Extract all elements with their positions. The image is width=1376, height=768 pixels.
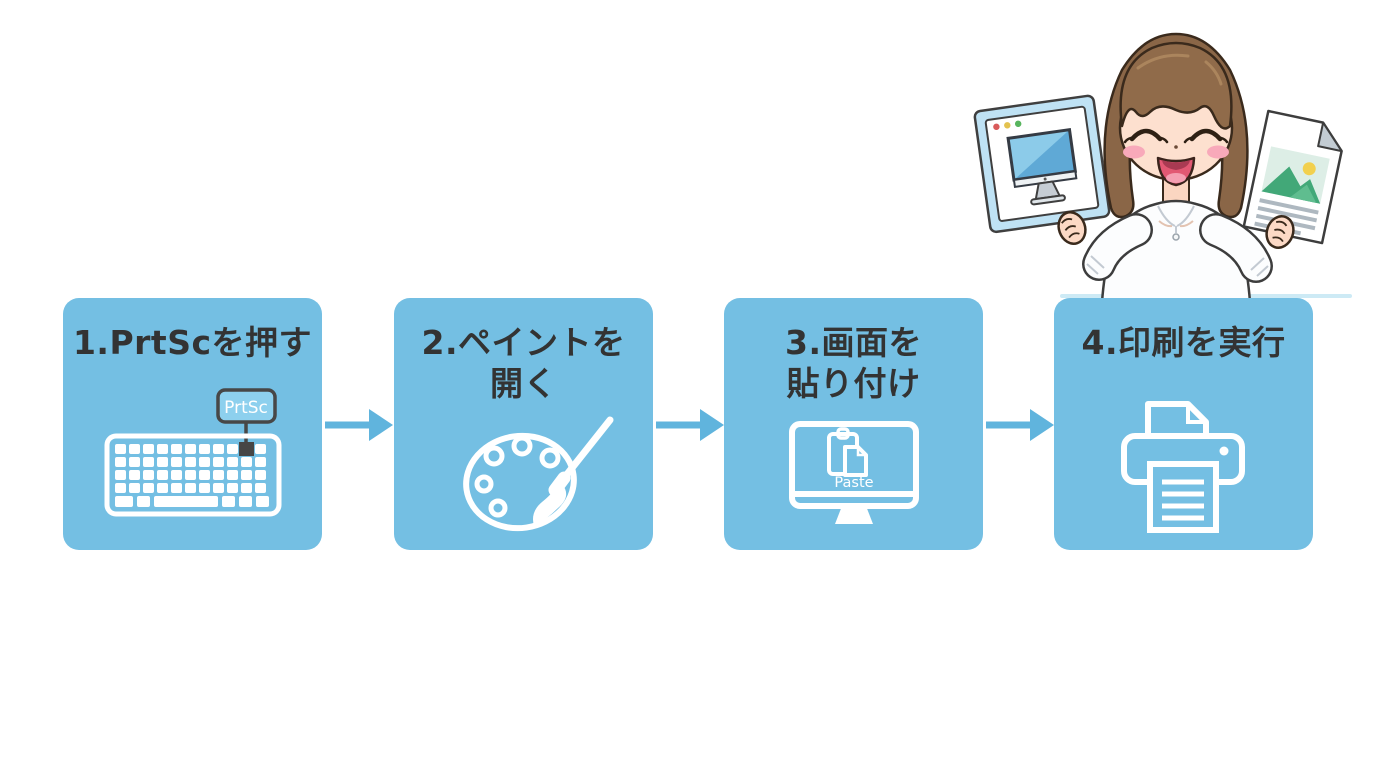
step-1-title: 1.PrtScを押す (63, 322, 322, 363)
printer-icon (1121, 401, 1245, 533)
printer-indicator-dot (1219, 446, 1229, 456)
pendant (1172, 233, 1180, 241)
paste-document-glyph (843, 445, 868, 477)
paint-palette-icon (463, 416, 614, 532)
right-arm-sleeve (1199, 213, 1273, 283)
monitor-stand (835, 506, 873, 524)
nose (1174, 145, 1178, 149)
collarbone-lines (1158, 220, 1194, 228)
hair-bangs (1119, 41, 1233, 130)
left-arm-sleeve (1082, 213, 1153, 281)
step-4-box: 4.印刷を実行 (1054, 298, 1313, 550)
left-hand (1057, 211, 1087, 245)
step-3-title-line1: 3.画面を (785, 323, 922, 362)
hair-highlights (1136, 53, 1223, 86)
window-dot-green (1014, 120, 1022, 127)
paste-label: Paste (834, 475, 873, 491)
arrow-right-icon (656, 409, 724, 441)
arrow-right-icon (986, 409, 1054, 441)
imac-monitor-graphic (1006, 128, 1078, 206)
monitor-paste-icon: Paste (789, 421, 919, 524)
step-1-title-line1: 1.PrtScを押す (72, 323, 313, 362)
blush-right (1207, 145, 1229, 159)
brush-bristles (533, 484, 567, 526)
step-1-box: 1.PrtScを押す PrtSc (63, 298, 322, 550)
prtsc-key-on-keyboard (239, 442, 254, 456)
woman-illustration (973, 32, 1352, 302)
blouse-gathers (1157, 205, 1195, 233)
window-dot-red (993, 123, 1000, 131)
printed-document-graphic (1242, 109, 1343, 245)
step-2-title: 2.ペイントを 開く (394, 322, 653, 404)
screenshot-window-graphic (973, 94, 1111, 234)
document-fold-corner (1317, 121, 1343, 153)
blush-left (1123, 145, 1145, 159)
step-4-title: 4.印刷を実行 (1054, 322, 1313, 363)
step-2-title-line1: 2.ペイントを (421, 323, 626, 362)
keyboard-bottom-row (115, 496, 269, 507)
prtsc-key-label: PrtSc (224, 398, 268, 418)
right-hand (1265, 215, 1295, 249)
document-image-thumbnail (1261, 146, 1330, 204)
arrow-right-icon (325, 409, 393, 441)
step-3-title-line2: 貼り付け (786, 364, 921, 403)
window-dot-yellow (1004, 122, 1011, 129)
step-2-title-line2: 開く (490, 364, 557, 403)
prtsc-key-callout: PrtSc (216, 388, 277, 444)
keyboard-prtsc-icon: PrtSc (104, 388, 282, 517)
step-3-title: 3.画面を 貼り付け (724, 322, 983, 404)
step-4-title-line1: 4.印刷を実行 (1081, 323, 1286, 362)
step-2-box: 2.ペイントを 開く (394, 298, 653, 550)
closed-eyes (1123, 128, 1229, 144)
step-3-box: 3.画面を 貼り付け Paste (724, 298, 983, 550)
mouth (1156, 156, 1196, 187)
